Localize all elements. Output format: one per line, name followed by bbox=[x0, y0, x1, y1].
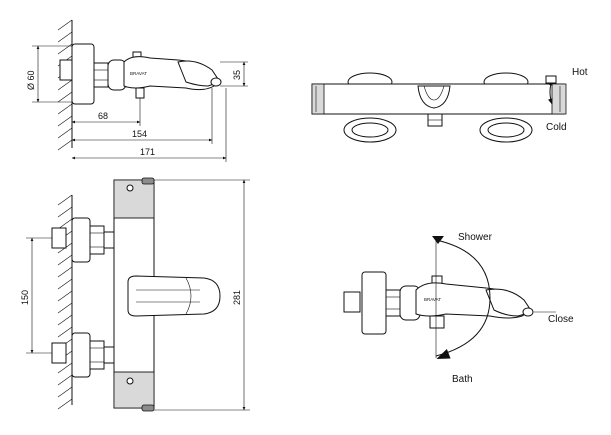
front-view: 150 281 bbox=[20, 177, 250, 412]
top-view: Hot Cold bbox=[311, 67, 588, 143]
dim-150: 150 bbox=[20, 290, 30, 305]
label-bath: Bath bbox=[452, 374, 473, 385]
label-close: Close bbox=[548, 314, 574, 325]
label-hot: Hot bbox=[572, 67, 588, 78]
side-view: BRAVAT Ø 60 35 68 154 171 bbox=[26, 19, 248, 162]
dim-171: 171 bbox=[140, 147, 155, 157]
label-shower: Shower bbox=[458, 232, 493, 243]
brand-mark-operation: BRAVAT bbox=[424, 297, 441, 302]
wall-hatch-top bbox=[57, 19, 73, 151]
dim-281: 281 bbox=[232, 290, 242, 305]
dim-68: 68 bbox=[98, 111, 108, 121]
dim-154: 154 bbox=[132, 129, 147, 139]
operation-view: BRAVAT Shower Close Bath bbox=[343, 232, 574, 385]
brand-mark-side: BRAVAT bbox=[130, 71, 147, 76]
dim-diameter-60: Ø 60 bbox=[26, 70, 36, 90]
wall-hatch-bottom bbox=[57, 194, 73, 410]
dim-35: 35 bbox=[232, 70, 242, 80]
label-cold: Cold bbox=[546, 122, 567, 133]
